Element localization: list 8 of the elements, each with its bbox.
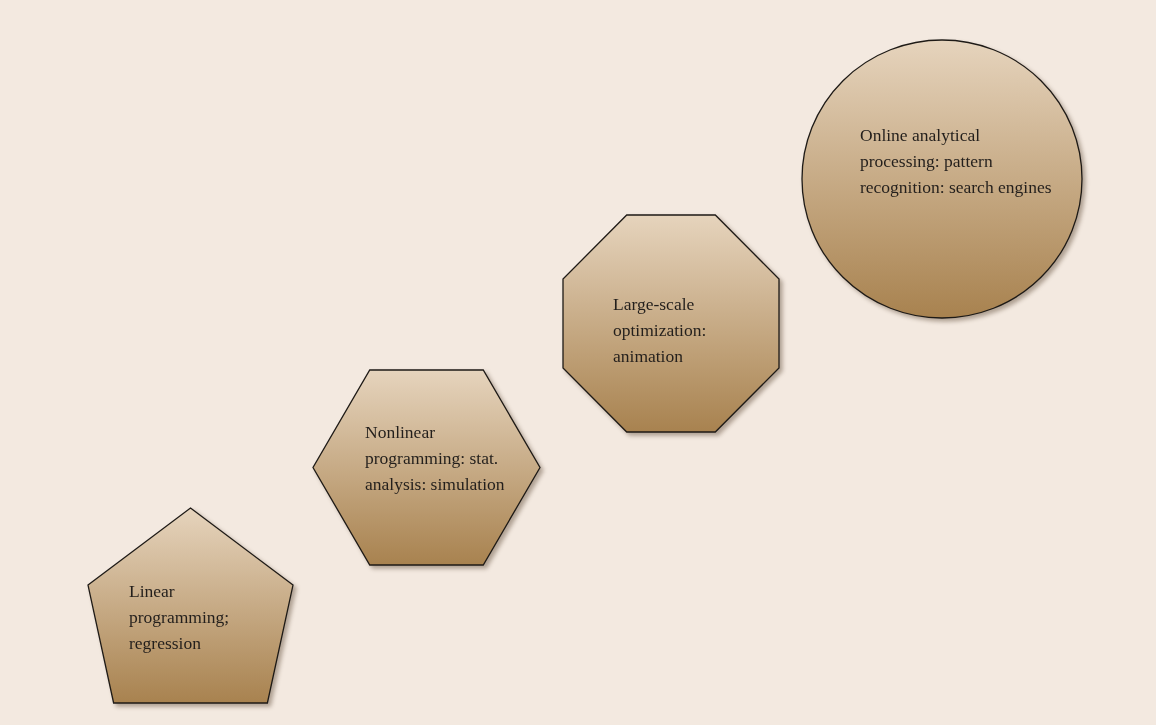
node-text: Linear programming; regression — [129, 580, 231, 655]
node-text: Large-scale optimization: animation — [613, 293, 708, 368]
circle-shape — [802, 40, 1082, 318]
pentagon-shape — [88, 508, 293, 703]
node-text: Online analytical processing: pattern recognition: search engines — [860, 124, 1053, 199]
node-text: Nonlinear programming: stat. analysis: simulation — [365, 421, 505, 496]
octagon-shape — [563, 215, 779, 432]
hexagon-shape — [313, 370, 540, 565]
